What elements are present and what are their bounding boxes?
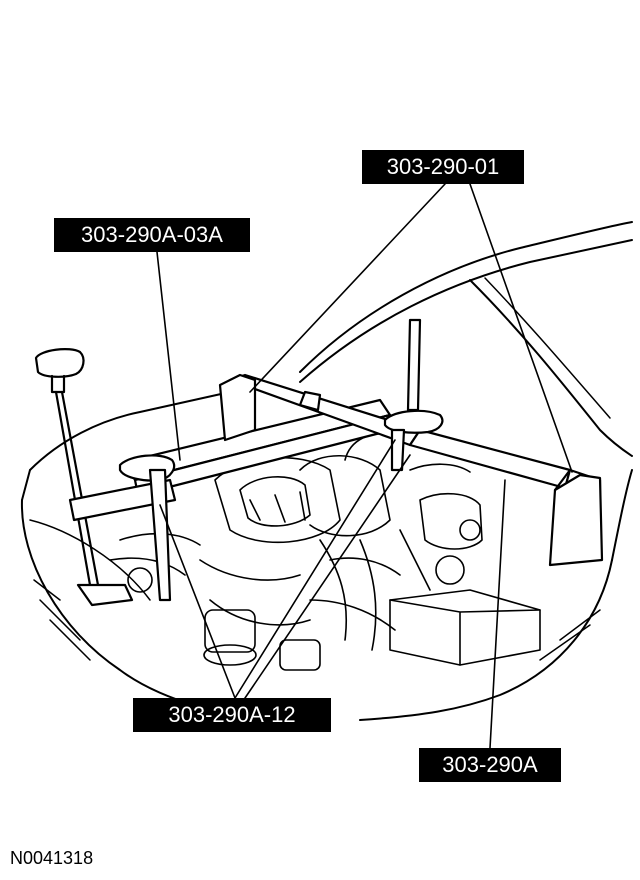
vehicle-body-outline bbox=[20, 221, 633, 725]
support-beam bbox=[68, 318, 604, 602]
callout-303-290-01: 303-290-01 bbox=[362, 150, 524, 184]
figure-id: N0041318 bbox=[10, 848, 94, 868]
left-support-post bbox=[34, 348, 134, 607]
leader-lines bbox=[156, 183, 573, 749]
callout-303-290A-12: 303-290A-12 bbox=[133, 698, 331, 732]
engine-block bbox=[109, 433, 541, 671]
callout-303-290A: 303-290A bbox=[419, 748, 561, 782]
callout-303-290A-03A: 303-290A-03A bbox=[54, 218, 250, 252]
